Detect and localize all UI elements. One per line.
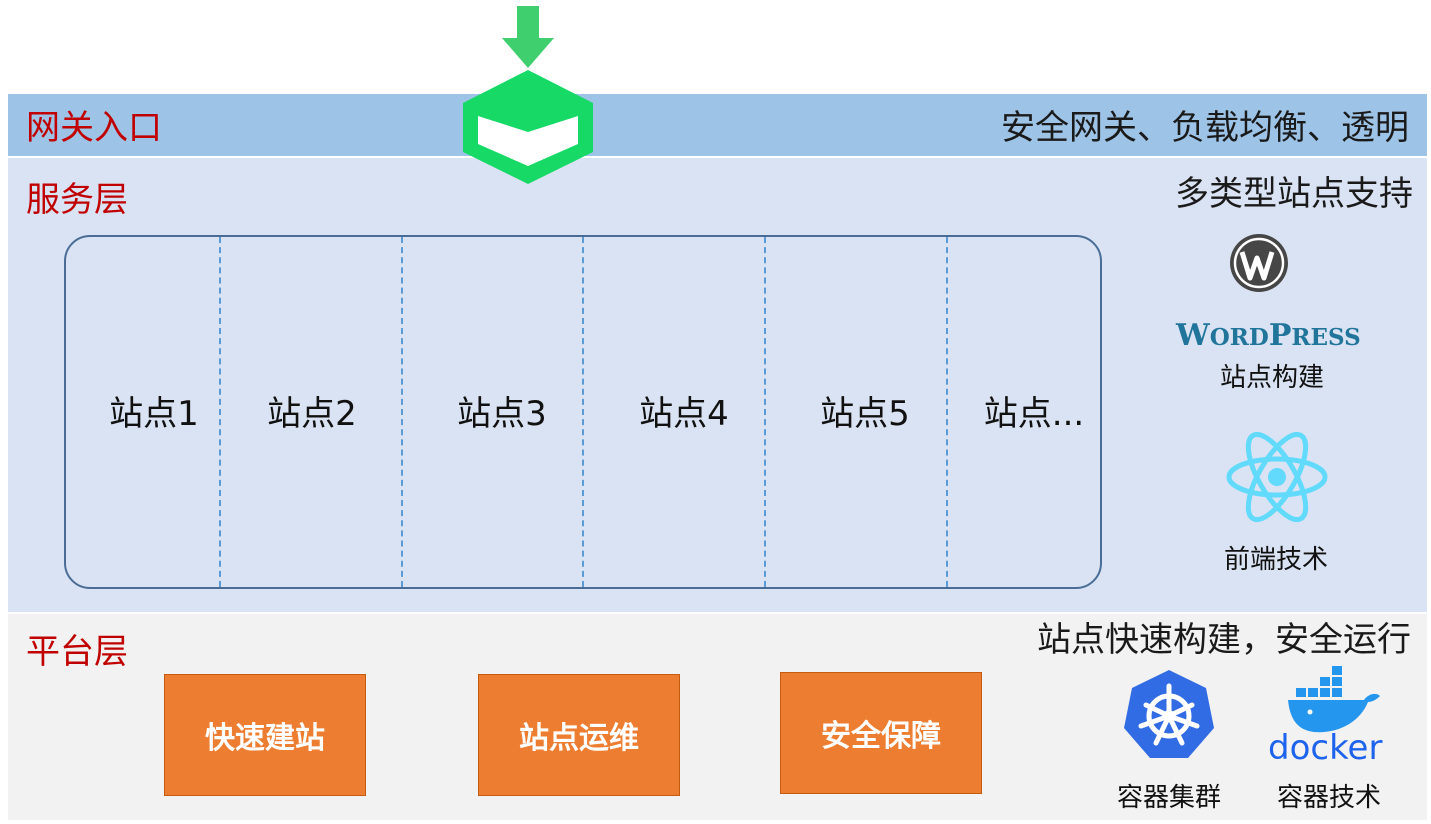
site-2: 站点2 <box>267 394 357 434</box>
kubernetes-icon <box>1124 670 1214 758</box>
docker-caption: 容器技术 <box>1276 783 1381 813</box>
gateway-entry-icon <box>463 6 593 184</box>
gateway-description: 安全网关、负载均衡、透明 <box>1001 108 1409 148</box>
service-layer-band <box>8 158 1427 612</box>
platform-description: 站点快速构建，安全运行 <box>1037 620 1411 660</box>
sites-container <box>64 235 1102 589</box>
feature-quick-build: 快速建站 <box>164 674 366 796</box>
site-4: 站点4 <box>639 394 729 434</box>
hexagon-box-icon <box>463 70 593 184</box>
site-3: 站点3 <box>457 394 547 434</box>
gateway-layer-band <box>8 94 1427 156</box>
site-5: 站点5 <box>820 394 910 434</box>
wordpress-wordmark: WORDPRESS <box>1176 318 1361 353</box>
platform-layer-label: 平台层 <box>26 632 128 672</box>
react-icon <box>1226 431 1328 523</box>
site-divider <box>401 237 403 587</box>
kubernetes-caption: 容器集群 <box>1116 783 1221 813</box>
wordpress-icon <box>1230 234 1288 292</box>
react-caption: 前端技术 <box>1223 545 1328 575</box>
site-divider <box>946 237 948 587</box>
down-arrow-icon <box>502 6 554 68</box>
feature-site-ops: 站点运维 <box>478 674 680 796</box>
site-1: 站点1 <box>109 394 199 434</box>
service-description: 多类型站点支持 <box>1175 174 1413 214</box>
site-divider <box>582 237 584 587</box>
site-divider <box>764 237 766 587</box>
site-more: 站点... <box>983 394 1085 434</box>
wordpress-caption: 站点构建 <box>1219 363 1324 393</box>
gateway-layer-label: 网关入口 <box>26 108 162 148</box>
feature-security: 安全保障 <box>780 672 982 794</box>
docker-wordmark: docker <box>1268 728 1383 768</box>
docker-icon <box>1288 666 1380 733</box>
service-layer-label: 服务层 <box>26 180 128 220</box>
site-divider <box>219 237 221 587</box>
